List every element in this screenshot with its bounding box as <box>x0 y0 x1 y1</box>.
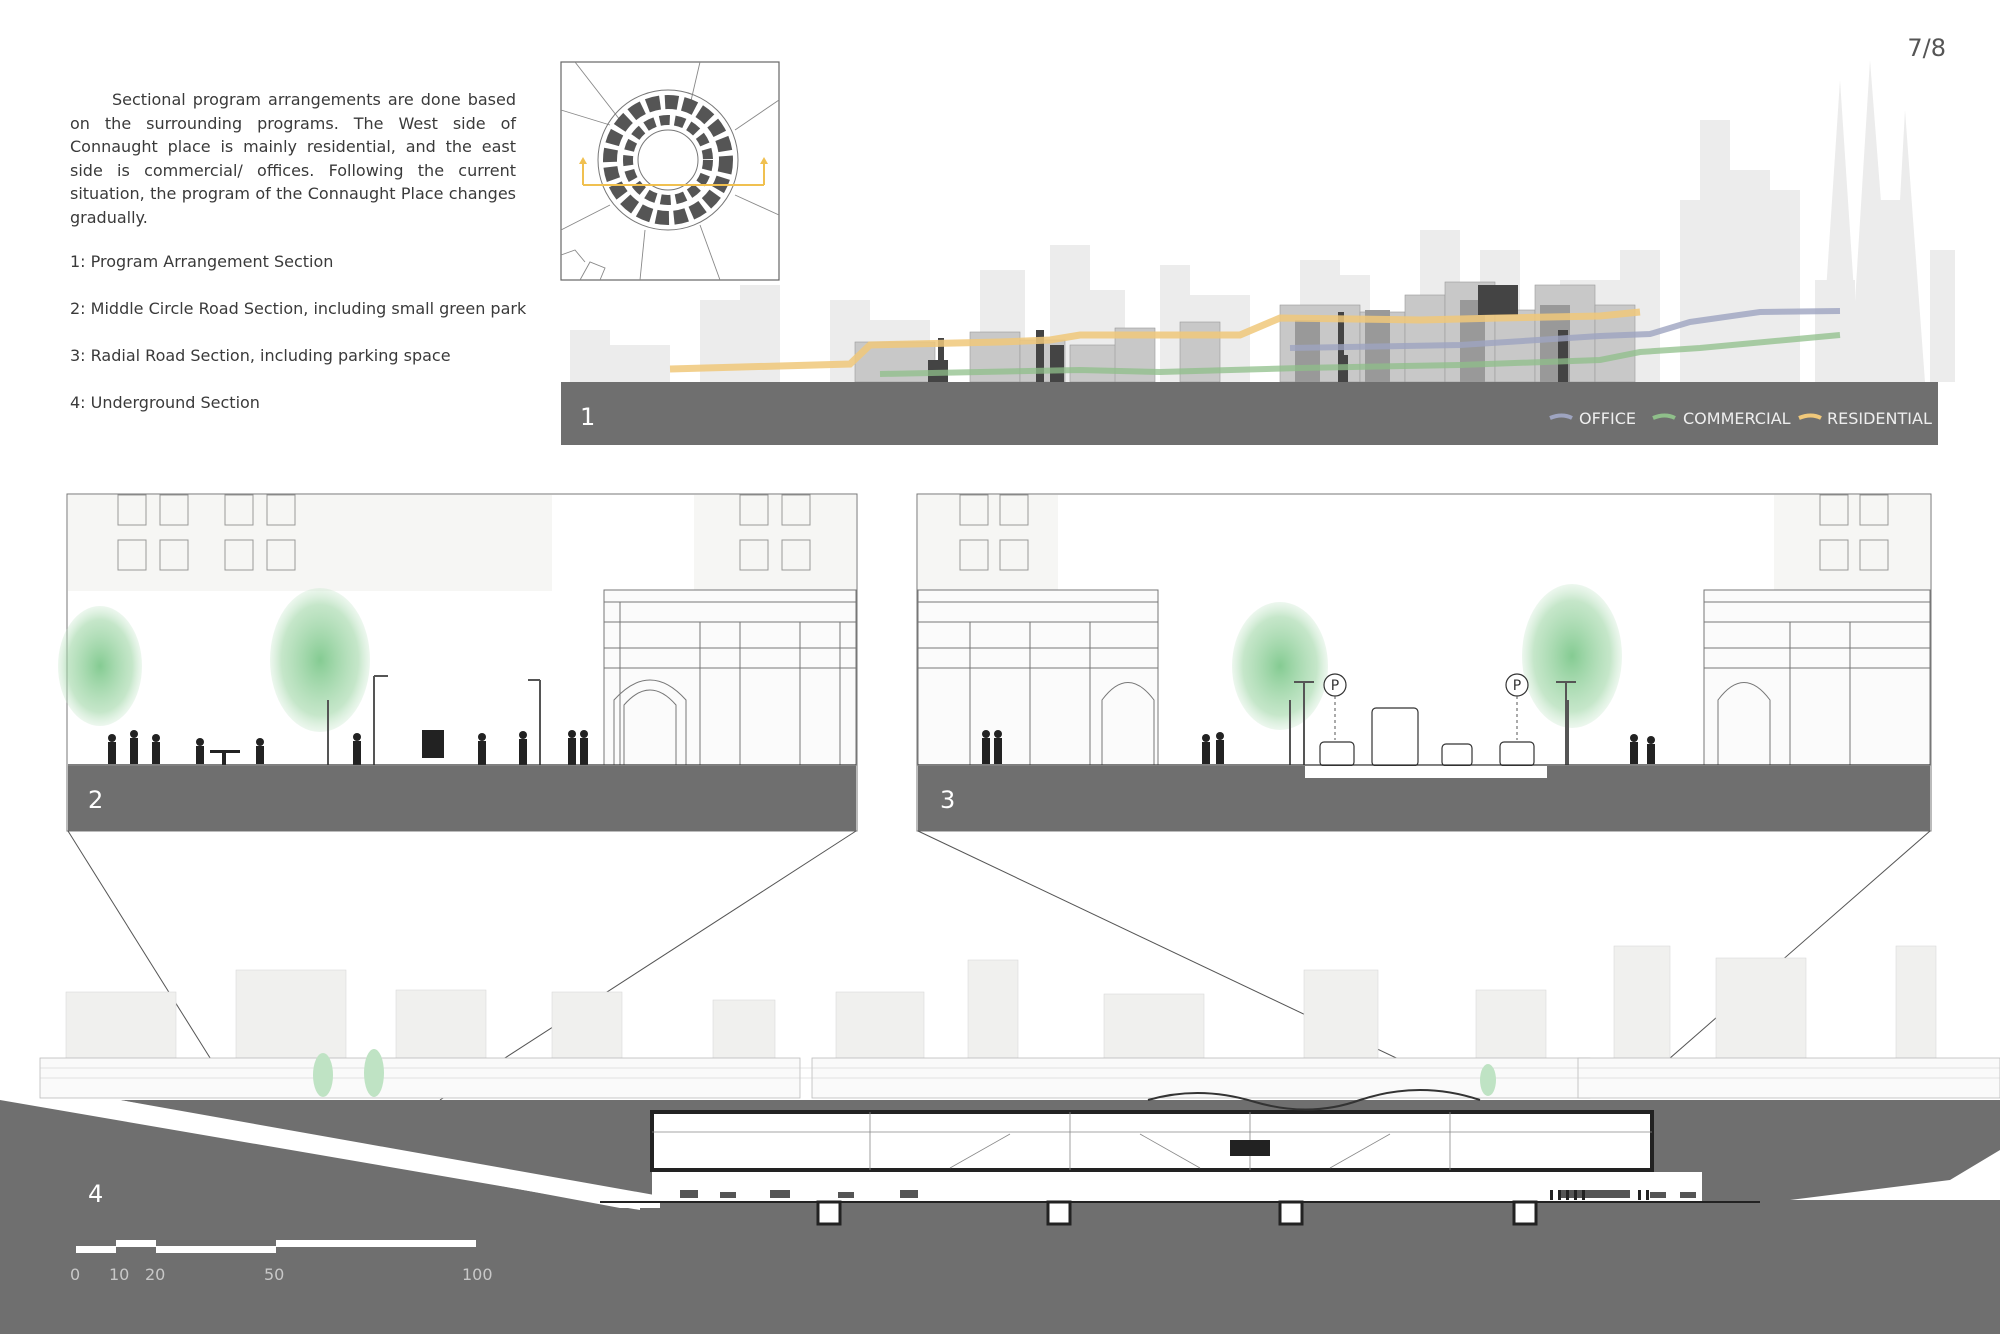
section-list-item-1: 1: Program Arrangement Section <box>70 252 334 271</box>
parking-sign-right-label: P <box>1513 678 1521 694</box>
section-list-item-3: 3: Radial Road Section, including parkin… <box>70 346 451 365</box>
legend-office: OFFICE <box>1579 409 1636 428</box>
parking-sign-left: P <box>1323 673 1347 740</box>
intro-paragraph: Sectional program arrangements are done … <box>70 90 516 227</box>
panel2-number: 2 <box>88 786 103 814</box>
scale-tick-0: 0 <box>70 1265 80 1284</box>
page-number: 7/8 <box>1907 34 1946 62</box>
panel3-number: 3 <box>940 786 955 814</box>
section-list-item-2: 2: Middle Circle Road Section, including… <box>70 299 527 318</box>
legend-residential: RESIDENTIAL <box>1827 409 1932 428</box>
section-list-item-4: 4: Underground Section <box>70 393 260 412</box>
scale-tick-50: 50 <box>264 1265 284 1284</box>
program-legend: OFFICE COMMERCIAL RESIDENTIAL <box>1549 409 1932 428</box>
panel1-ground <box>561 382 1938 445</box>
section-list: 1: Program Arrangement Section 2: Middle… <box>70 252 526 440</box>
radial-road-section: P P 3 <box>916 493 1932 832</box>
legend-commercial: COMMERCIAL <box>1683 409 1791 428</box>
scale-tick-100: 100 <box>462 1265 493 1284</box>
underground-section: 4 <box>0 945 2000 1334</box>
panel1-number: 1 <box>580 403 595 431</box>
scale-tick-10: 10 <box>109 1265 129 1284</box>
program-arrangement-section: 1 OFFICE COMMERCIAL RESIDENTIAL <box>561 60 1955 445</box>
key-plan <box>560 61 780 281</box>
scale-bar: 0 10 20 50 100 <box>70 1240 493 1284</box>
parking-sign-right: P <box>1505 673 1529 740</box>
middle-circle-road-section: 2 <box>58 493 858 832</box>
scale-tick-20: 20 <box>145 1265 165 1284</box>
panel4-number: 4 <box>88 1180 103 1208</box>
parking-sign-left-label: P <box>1331 678 1339 694</box>
